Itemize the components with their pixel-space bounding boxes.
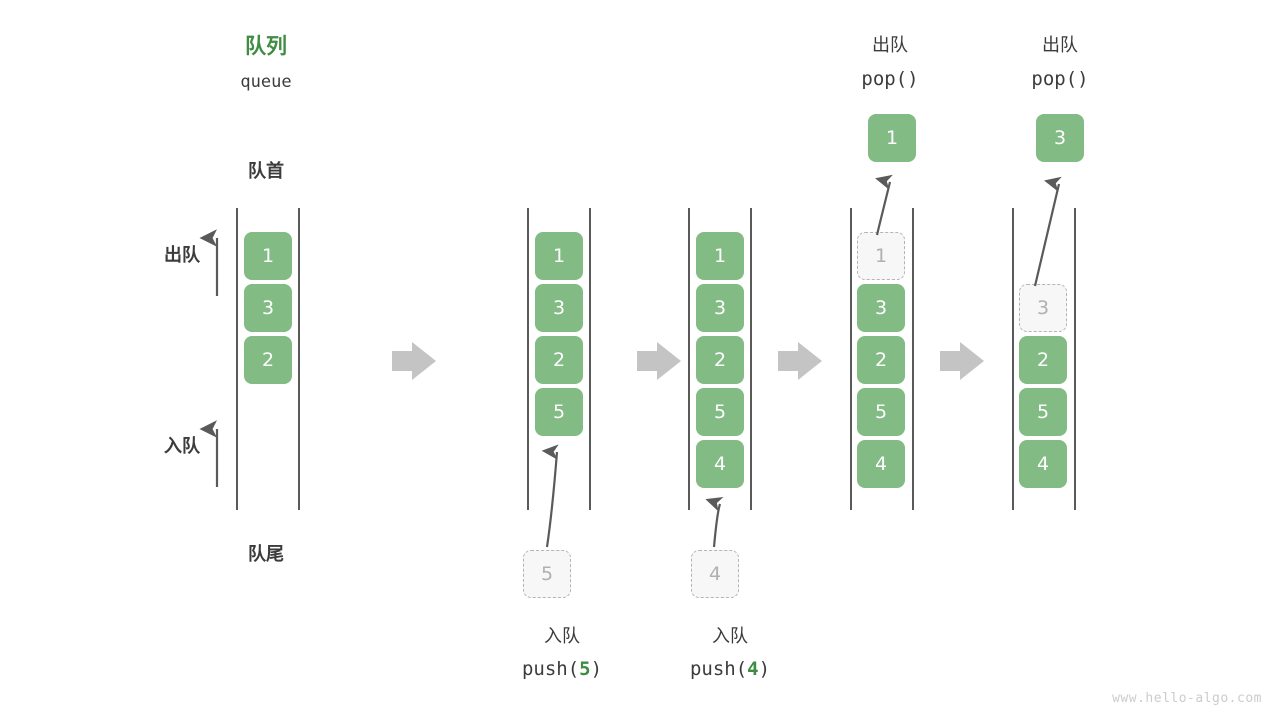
rail-right-col3 (750, 208, 752, 510)
pop-3-arrow-icon (1033, 176, 1062, 287)
caption-push-5-code: push(5) (487, 660, 637, 679)
queue-cell: 5 (857, 388, 905, 436)
label-enqueue-direction: 入队 (164, 436, 200, 456)
queue-cell: 2 (535, 336, 583, 384)
rail-right-col1 (298, 208, 300, 510)
code-suffix: ) (590, 658, 603, 680)
queue-cell: 5 (696, 388, 744, 436)
queue-cell-removed: 1 (857, 232, 905, 280)
caption-push-4-cn: 入队 (712, 626, 748, 646)
caption-push-5-cn: 入队 (544, 626, 580, 646)
queue-cell: 3 (857, 284, 905, 332)
queue-cell: 3 (244, 284, 292, 332)
push-5-arrow-icon (541, 444, 559, 548)
rail-left-col5 (1012, 208, 1014, 510)
code-arg: 5 (579, 658, 591, 680)
rail-left-col4 (850, 208, 852, 510)
queue-cell: 4 (1019, 440, 1067, 488)
rail-right-col2 (589, 208, 591, 510)
diagram-title-en: queue (240, 72, 292, 92)
caption-pop-1-cn: 出队 (872, 35, 908, 55)
queue-cell: 1 (244, 232, 292, 280)
queue-cell: 2 (244, 336, 292, 384)
label-dequeue-direction: 出队 (164, 245, 200, 265)
caption-pop-3-cn: 出队 (1042, 35, 1078, 55)
diagram-title-cn: 队列 (245, 35, 287, 58)
label-queue-front: 队首 (248, 161, 284, 181)
queue-cell: 2 (857, 336, 905, 384)
rail-left-col3 (688, 208, 690, 510)
chevron-right-icon-2 (637, 342, 681, 380)
push-4-arrow-icon (705, 497, 724, 548)
queue-cell: 1 (535, 232, 583, 280)
queue-cell: 5 (1019, 388, 1067, 436)
popped-value-cell: 1 (868, 114, 916, 162)
code-prefix: push( (521, 658, 580, 680)
rail-left-col2 (527, 208, 529, 510)
rail-right-col5 (1074, 208, 1076, 510)
queue-cell: 3 (696, 284, 744, 332)
incoming-value-ghost: 4 (691, 550, 739, 598)
queue-cell-removed: 3 (1019, 284, 1067, 332)
queue-cell-new: 4 (696, 440, 744, 488)
chevron-right-icon-1 (392, 342, 436, 380)
queue-cell: 2 (1019, 336, 1067, 384)
rail-right-col4 (912, 208, 914, 510)
site-watermark: www.hello-algo.com (1112, 691, 1262, 706)
chevron-right-icon-4 (940, 342, 984, 380)
queue-cell-new: 5 (535, 388, 583, 436)
caption-pop-1-code: pop() (861, 68, 919, 90)
label-queue-rear: 队尾 (248, 544, 284, 564)
queue-cell: 4 (857, 440, 905, 488)
queue-cell: 3 (535, 284, 583, 332)
queue-cell: 2 (696, 336, 744, 384)
incoming-value-ghost: 5 (523, 550, 571, 598)
popped-value-cell: 3 (1036, 114, 1084, 162)
chevron-right-icon-3 (778, 342, 822, 380)
queue-cell: 1 (696, 232, 744, 280)
pop-1-arrow-icon (875, 174, 893, 236)
caption-pop-3-code: pop() (1031, 68, 1089, 90)
rail-left-col1 (236, 208, 238, 510)
code-suffix: ) (758, 658, 771, 680)
code-prefix: push( (689, 658, 748, 680)
code-arg: 4 (747, 658, 759, 680)
caption-push-4-code: push(4) (655, 660, 805, 679)
